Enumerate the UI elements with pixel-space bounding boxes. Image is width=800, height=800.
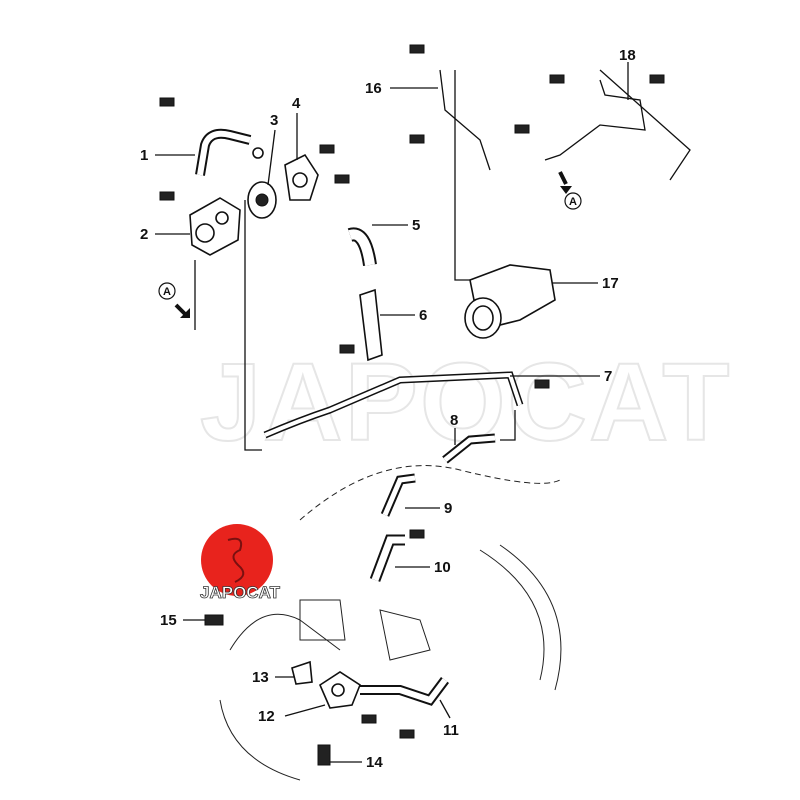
callout-6: 6 (419, 307, 427, 324)
part-8-hose (442, 433, 496, 464)
callout-5: 5 (412, 217, 420, 234)
callout-17: 17 (602, 275, 619, 292)
japocat-logo: JAPOCAT (200, 524, 281, 602)
svg-text:JAPOCAT: JAPOCAT (200, 583, 281, 602)
part-7-pipe (263, 371, 524, 439)
callout-18: 18 (619, 47, 636, 64)
part-3-thermostat (247, 181, 277, 219)
callout-2: 2 (140, 226, 148, 243)
part-10-hose (369, 534, 405, 582)
bolts (159, 44, 665, 739)
callout-11: 11 (443, 722, 459, 739)
reference-marker-a-right: A (558, 171, 582, 210)
part-5-hose (347, 227, 377, 267)
callouts: 1 2 3 4 5 6 7 8 9 10 11 12 13 14 15 16 1… (140, 47, 636, 771)
callout-7: 7 (604, 368, 612, 385)
part-11-hose (360, 677, 449, 706)
part-13-gasket (291, 660, 313, 685)
callout-16: 16 (365, 80, 382, 97)
callout-14: 14 (366, 754, 383, 771)
callout-3: 3 (270, 112, 278, 129)
part-2-housing (189, 197, 241, 256)
callout-12: 12 (258, 708, 275, 725)
reference-marker-a-left: A (158, 282, 190, 318)
part-6-pipe (359, 288, 383, 362)
callout-1: 1 (140, 147, 148, 164)
part-14-sensor (317, 744, 331, 766)
reference-frames (194, 69, 691, 451)
leader-lines (155, 62, 629, 763)
callout-4: 4 (292, 95, 301, 112)
svg-text:A: A (163, 286, 171, 298)
part-1-pipe (195, 128, 264, 176)
part-17-egr-valve (464, 264, 556, 339)
callout-10: 10 (434, 559, 451, 576)
svg-text:A: A (569, 196, 577, 208)
engine-outline (219, 465, 562, 781)
callout-9: 9 (444, 500, 452, 517)
part-12-housing (318, 671, 361, 709)
part-4-cover (284, 153, 319, 201)
part-16-pipe (439, 69, 491, 171)
callout-8: 8 (450, 412, 458, 429)
part-15-sensor (204, 614, 224, 626)
part-18-pipe (544, 79, 646, 161)
callout-13: 13 (252, 669, 269, 686)
callout-15: 15 (160, 612, 177, 629)
part-9-hose (380, 473, 416, 517)
